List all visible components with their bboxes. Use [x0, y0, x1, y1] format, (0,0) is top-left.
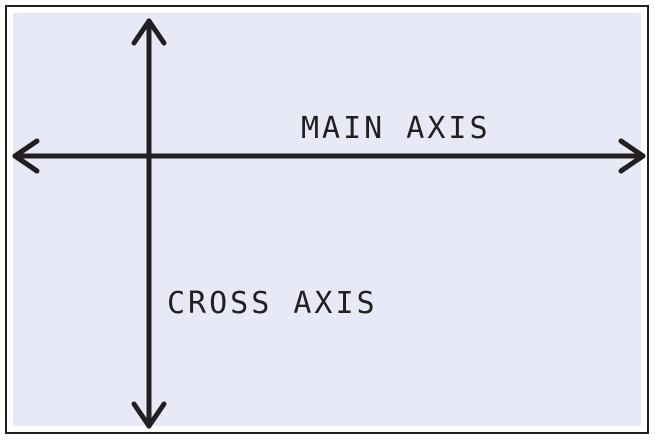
main-axis-right-arrowhead: [618, 138, 646, 174]
main-axis-label: MAIN AXIS: [301, 111, 491, 146]
diagram-frame: [5, 5, 649, 434]
cross-axis-top-arrowhead: [131, 18, 167, 46]
cross-axis-bottom-arrowhead: [131, 401, 167, 429]
diagram-background: [13, 13, 641, 426]
cross-axis-label: CROSS AXIS: [167, 286, 378, 321]
main-axis-left-arrowhead: [12, 138, 40, 174]
